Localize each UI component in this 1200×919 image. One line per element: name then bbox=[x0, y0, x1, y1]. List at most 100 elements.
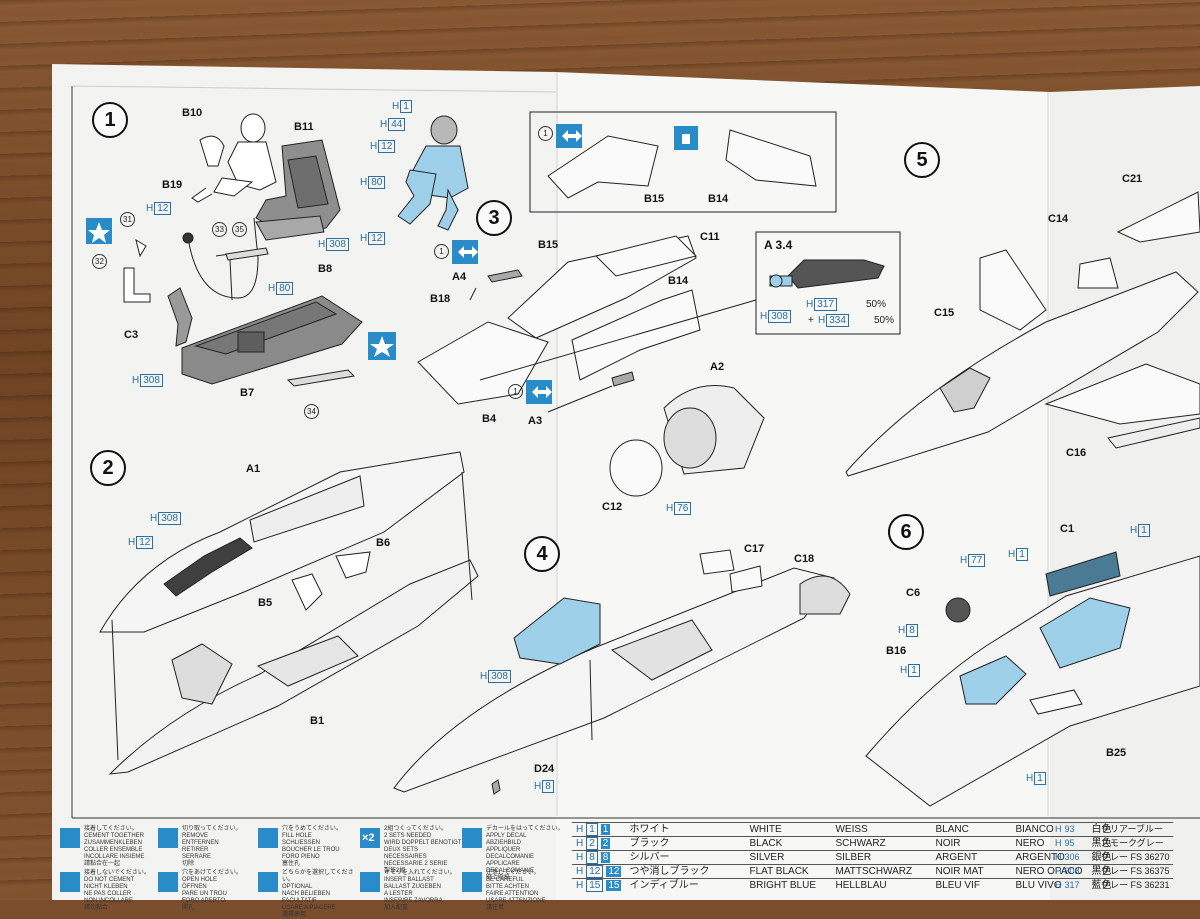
paint-number: 308 bbox=[1064, 866, 1080, 876]
part-label-b14-top: B14 bbox=[708, 193, 729, 205]
part-label-c11: C11 bbox=[700, 231, 720, 243]
paint-number: 308 bbox=[140, 374, 163, 387]
legend-remove: 切り取ってください。 REMOVE ENTFERNEN RETIRER SERR… bbox=[182, 826, 242, 867]
legend-cement-together: 接着してください。 CEMENT TOGETHER ZUSAMMENKLEBEN… bbox=[84, 826, 145, 867]
decal-number-35: 35 bbox=[232, 222, 247, 237]
optional-arrows-icon bbox=[526, 380, 552, 404]
paint-prefix: H bbox=[1055, 824, 1062, 834]
fuselage-b1-bottom bbox=[108, 559, 479, 775]
paint-number: 317 bbox=[1064, 880, 1080, 890]
mix-plus-sign: + bbox=[808, 315, 814, 326]
part-label-b15: B15 bbox=[538, 239, 559, 251]
paint-prefix: H bbox=[132, 375, 140, 386]
mix-percent-1: 50% bbox=[866, 299, 887, 310]
optional-arrows-icon bbox=[452, 240, 478, 264]
part-label-b16: B16 bbox=[886, 645, 907, 657]
paint-prefix: H bbox=[760, 311, 768, 322]
paint-prefix: H bbox=[480, 671, 488, 682]
part-label-b8: B8 bbox=[318, 263, 333, 275]
cement-icon bbox=[674, 126, 698, 150]
paint-name-en: WHITE bbox=[745, 822, 832, 837]
paint-prefix: H bbox=[128, 537, 136, 548]
assembly-drawings bbox=[60, 111, 1200, 892]
option-number-1b: 1 bbox=[434, 244, 449, 259]
paint-number: 44 bbox=[388, 118, 406, 131]
paint-name-en: BLACK bbox=[745, 836, 832, 851]
decal-number-34: 34 bbox=[304, 404, 319, 419]
part-label-b18: B18 bbox=[430, 293, 451, 305]
paint-name-de: SILBER bbox=[831, 850, 932, 865]
part-label-b4: B4 bbox=[482, 413, 497, 425]
fuselage-step6 bbox=[865, 551, 1200, 807]
decal-number-32: 32 bbox=[92, 254, 107, 269]
paint-prefix: H bbox=[360, 233, 368, 244]
paint-name-en: SILVER bbox=[745, 850, 832, 865]
part-label-c1: C1 bbox=[1060, 523, 1075, 535]
paint-prefix: H bbox=[146, 203, 154, 214]
part-label-b5: B5 bbox=[258, 597, 273, 609]
paint-name-jp: ホワイト bbox=[625, 822, 746, 837]
paint-prefix: H bbox=[318, 239, 326, 250]
step-2-number: 2 bbox=[90, 450, 126, 486]
part-label-c14: C14 bbox=[1048, 213, 1069, 225]
part-label-d24: D24 bbox=[534, 763, 555, 775]
legend-2-sets: 2組つくってください。 2 SETS NEEDED WIRD DOPPELT B… bbox=[384, 826, 462, 874]
paint-prefix: H bbox=[818, 315, 826, 326]
paint-number: 1 bbox=[1138, 524, 1150, 537]
paint-prefix: H bbox=[534, 781, 542, 792]
pilot-figure-b10-b11 bbox=[191, 113, 277, 203]
paint-prefix: H bbox=[898, 625, 906, 636]
step-5-number: 5 bbox=[904, 142, 940, 178]
part-label-c15: C15 bbox=[934, 307, 955, 319]
paint-prefix: H bbox=[666, 503, 674, 514]
paint-number: 334 bbox=[826, 314, 849, 327]
legend-insert-ballast: オモリを入れてください。 INSERT BALLAST BALLAST ZUGE… bbox=[384, 870, 456, 911]
legend-do-not-cement: 接着しないでください。 DO NOT CEMENT NICHT KLEBEN N… bbox=[84, 870, 150, 911]
inset-title-a34: A 3.4 bbox=[764, 238, 793, 252]
paint-number: 306 bbox=[1064, 852, 1080, 862]
paint-number: 308 bbox=[488, 670, 511, 683]
star-decal-icon bbox=[368, 332, 396, 360]
part-label-a1: A1 bbox=[246, 463, 261, 475]
decal-number-33: 33 bbox=[212, 222, 227, 237]
paint-name-jp: クリアーブルー bbox=[1098, 822, 1173, 837]
paint-number: 1 bbox=[586, 823, 598, 836]
paint-number: 1 bbox=[1016, 548, 1028, 561]
paint-name-de: HELLBLAU bbox=[831, 878, 932, 892]
paint-prefix: H bbox=[576, 880, 584, 891]
paint-name-jp: スモークグレー bbox=[1098, 836, 1173, 851]
paint-number: 308 bbox=[326, 238, 349, 251]
part-label-b1: B1 bbox=[310, 715, 325, 727]
part-label-c17: C17 bbox=[744, 543, 765, 555]
step-3-number: 3 bbox=[476, 200, 512, 236]
legend-optional: どちらかを選択してください。 OPTIONAL NACH BELIEBEN FA… bbox=[282, 870, 354, 918]
paint-prefix: H bbox=[370, 141, 378, 152]
paint-prefix: H bbox=[576, 838, 584, 849]
instruction-sheet: 1 2 3 4 5 6 B10 B11 B19 B8 C3 B7 A1 B6 B… bbox=[52, 64, 1200, 918]
legend-fill-hole: 穴をうめてください。 FILL HOLE SCHLIESSEN BOUCHER … bbox=[282, 826, 342, 867]
paint-name-fr: BLEU VIF bbox=[931, 878, 1012, 892]
paint-name-fr: BLANC bbox=[931, 822, 1012, 837]
part-label-b15-top: B15 bbox=[644, 193, 665, 205]
paint-prefix: H bbox=[576, 852, 584, 863]
step-1-number: 1 bbox=[92, 102, 128, 138]
